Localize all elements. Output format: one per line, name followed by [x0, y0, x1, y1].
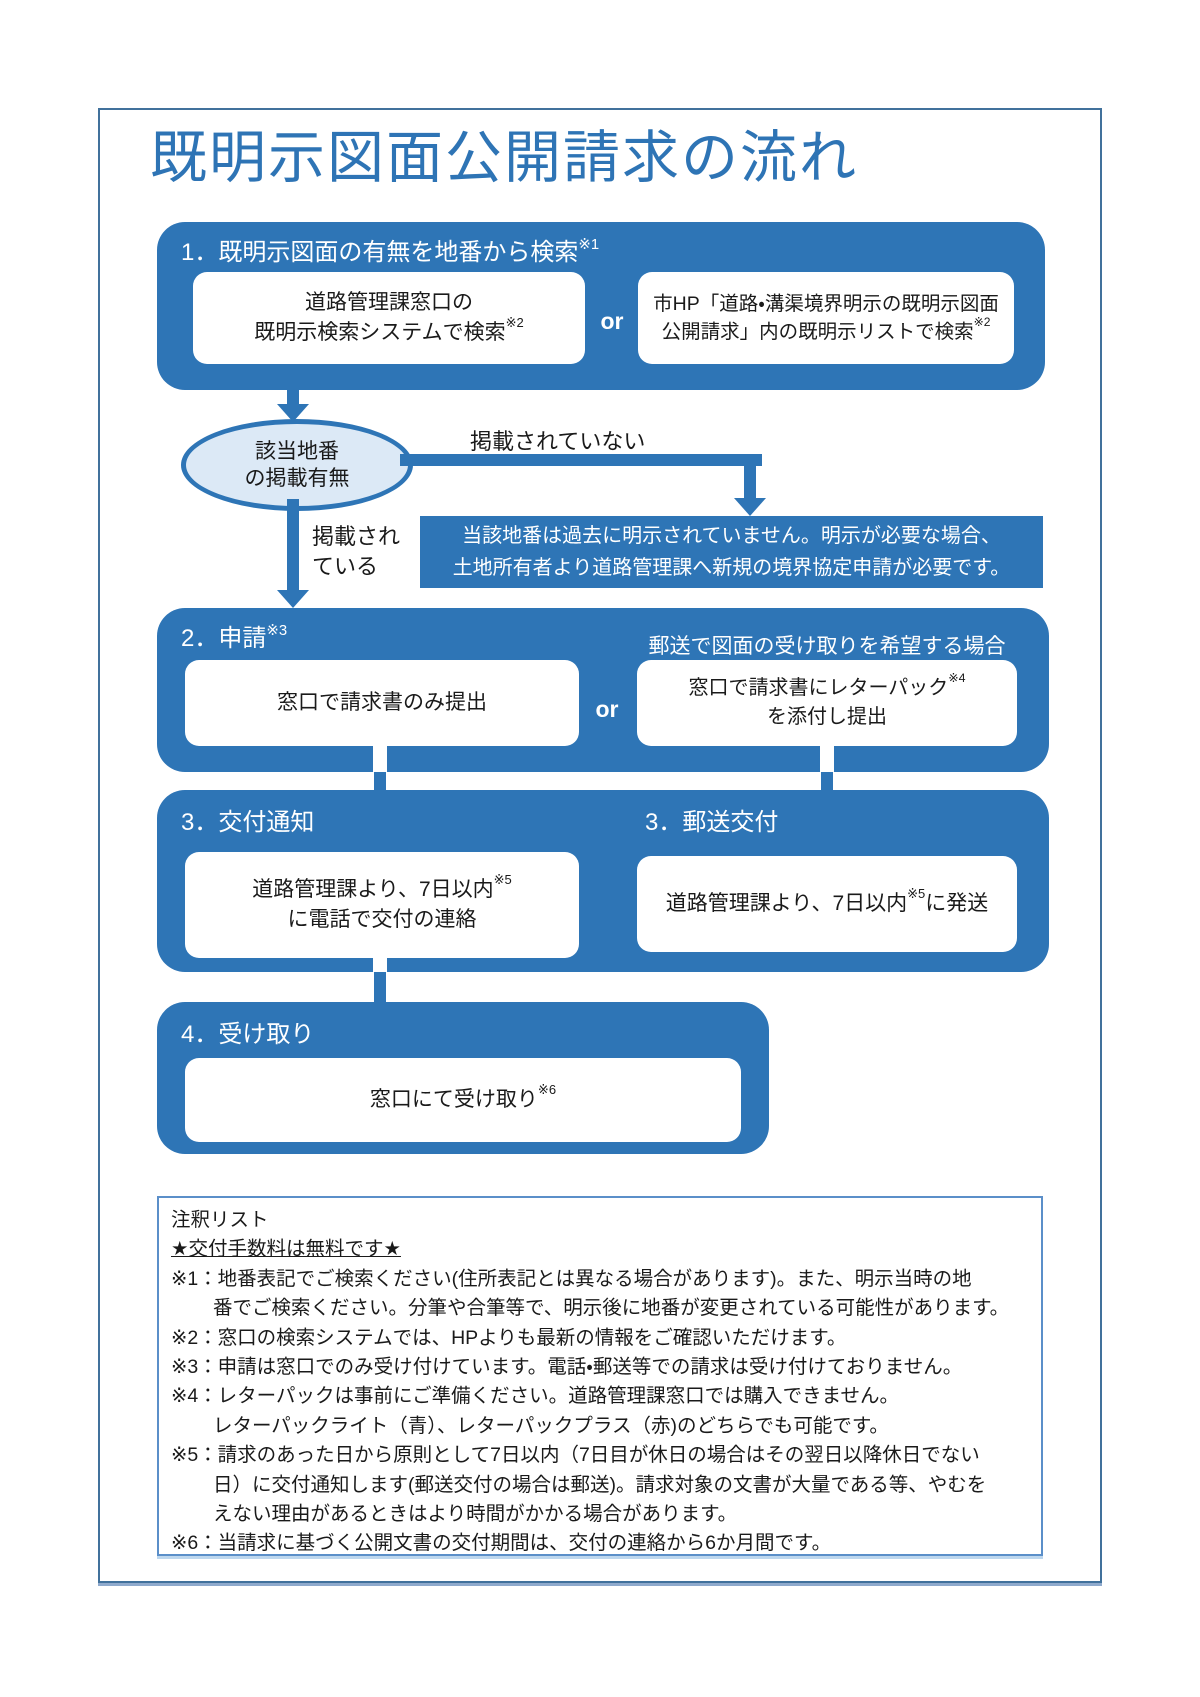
- section2-header: 2．申請※3: [181, 618, 287, 653]
- section1-right-box-sup: ※2: [973, 315, 991, 330]
- arrow-s3-blue-shaft: [374, 972, 386, 1002]
- section4-container: 4．受け取り 窓口にて受け取り※6: [157, 1002, 769, 1154]
- not-demarcated-line1: 当該地番は過去に明示されていません。明示が必要な場合、: [462, 525, 1001, 547]
- notes-title: 注釈リスト: [171, 1209, 269, 1231]
- arrow-s1-to-decision-shaft: [287, 388, 299, 406]
- section2-right-box-line1: 窓口で請求書にレターパック※4: [688, 671, 966, 699]
- section2-right-box-line2: を添付し提出: [767, 706, 887, 728]
- decision-line2: の掲載有無: [244, 467, 350, 490]
- decision-line1: 該当地番: [255, 439, 339, 463]
- section4-box: 窓口にて受け取り※6: [185, 1058, 741, 1142]
- section1-header-text: 1．既明示図面の有無を地番から検索: [181, 239, 579, 266]
- arrow-s2r-blue-shaft: [821, 772, 833, 790]
- section2-mail-note: 郵送で図面の受け取りを希望する場合: [648, 635, 1006, 658]
- branch-yes-arrow-head: [277, 590, 309, 608]
- section1-or-label: or: [600, 308, 624, 334]
- section3-left-box-line2: に電話で交付の連絡: [287, 908, 477, 931]
- section1-left-box-line1: 道路管理課窓口の: [305, 290, 473, 314]
- branch-yes-shaft: [287, 499, 299, 593]
- note-5-line1: ※5：請求のあった日から原則として7日以内（7日目が休日の場合はその翌日以降休日…: [171, 1444, 980, 1467]
- notes-box: 注釈リスト ★交付手数料は無料です★ ※1：地番表記でご検索ください(住所表記と…: [157, 1196, 1043, 1556]
- section1-left-box-sup: ※2: [505, 315, 524, 331]
- section4-box-line: 窓口にて受け取り※6: [369, 1081, 557, 1111]
- section1-header: 1．既明示図面の有無を地番から検索※1: [181, 232, 599, 267]
- note-1-line2: 番でご検索ください。分筆や合筆等で、明示後に地番が変更されている可能性があります…: [213, 1297, 1010, 1320]
- section2-header-text: 2．申請: [181, 625, 267, 652]
- section3-right-header: 3．郵送交付: [645, 809, 779, 836]
- note-4-line1: ※4：レターパックは事前にご準備ください。道路管理課窓口では購入できません。: [171, 1385, 900, 1408]
- section2-or-label: or: [595, 696, 619, 722]
- section1-header-sup: ※1: [578, 236, 600, 253]
- note-5-line3: えない理由があるときはより時間がかかる場合があります。: [213, 1503, 738, 1526]
- section4-box-sup: ※6: [537, 1081, 557, 1097]
- section3-right-box-sup: ※5: [907, 885, 926, 901]
- branch-yes-label: 掲載され ている: [312, 522, 400, 582]
- not-demarcated-info-box: 当該地番は過去に明示されていません。明示が必要な場合、 土地所有者より道路管理課…: [420, 516, 1043, 588]
- section1-left-box-line2: 既明示検索システムで検索※2: [254, 315, 524, 344]
- section2-right-box: 窓口で請求書にレターパック※4 を添付し提出: [637, 660, 1017, 746]
- arrow-s2l-blue-shaft: [374, 772, 386, 790]
- note-2: ※2：窓口の検索システムでは、HPよりも最新の情報をご確認いただけます。: [171, 1326, 847, 1349]
- note-3: ※3：申請は窓口でのみ受け付けています。電話・郵送等での請求は受け付けておりませ…: [171, 1356, 963, 1379]
- decision-ellipse: 該当地番 の掲載有無: [181, 419, 413, 511]
- section1-right-box: 市HP「道路・溝渠境界明示の既明示図面 公開請求」内の既明示リストで検索※2: [638, 272, 1014, 364]
- notes-free-of-charge: ★交付手数料は無料です★: [171, 1238, 401, 1261]
- arrow-s2l-white-shaft: [373, 744, 387, 772]
- section2-container: 2．申請※3 郵送で図面の受け取りを希望する場合 窓口で請求書のみ提出 or 窓…: [157, 608, 1049, 772]
- section4-header: 4．受け取り: [181, 1021, 315, 1048]
- note-5-line2: 日）に交付通知します(郵送交付の場合は郵送)。請求対象の文書が大量である等、やむ…: [213, 1473, 987, 1496]
- not-demarcated-line2: 土地所有者より道路管理課へ新規の境界協定申請が必要です。: [452, 557, 1011, 579]
- page-border-frame: [98, 108, 1102, 1583]
- section2-left-box: 窓口で請求書のみ提出: [185, 660, 579, 746]
- branch-no-vertical-shaft: [744, 454, 756, 500]
- section3-left-box-line1: 道路管理課より、7日以内※5: [252, 871, 512, 901]
- section1-container: 1．既明示図面の有無を地番から検索※1 道路管理課窓口の 既明示検索システムで検…: [157, 222, 1045, 390]
- section2-left-box-text: 窓口で請求書のみ提出: [277, 690, 487, 714]
- branch-yes-label-line2: ている: [312, 554, 379, 579]
- note-1-line1: ※1：地番表記でご検索ください(住所表記とは異なる場合があります)。また、明示当…: [171, 1267, 972, 1290]
- section1-left-box: 道路管理課窓口の 既明示検索システムで検索※2: [193, 272, 585, 364]
- arrow-s1-to-decision-head: [277, 404, 309, 422]
- section1-right-box-line2: 公開請求」内の既明示リストで検索※2: [661, 315, 991, 343]
- section2-header-sup: ※3: [266, 622, 288, 639]
- section3-left-box-sup: ※5: [493, 871, 512, 887]
- section3-left-box: 道路管理課より、7日以内※5 に電話で交付の連絡: [185, 852, 579, 958]
- section1-right-box-line1: 市HP「道路・溝渠境界明示の既明示図面: [653, 292, 999, 315]
- branch-no-arrow-head: [734, 498, 766, 516]
- branch-yes-label-line1: 掲載され: [312, 524, 401, 549]
- section3-container: 3．交付通知 3．郵送交付 道路管理課より、7日以内※5 に電話で交付の連絡 道…: [157, 790, 1049, 972]
- branch-no-horizontal-shaft: [400, 454, 762, 466]
- branch-no-label: 掲載されていない: [470, 429, 646, 454]
- section3-left-header: 3．交付通知: [181, 809, 315, 836]
- arrow-s2r-white-shaft: [820, 744, 834, 772]
- note-6: ※6：当請求に基づく公開文書の交付期間は、交付の連絡から6か月間です。: [171, 1532, 832, 1555]
- section2-right-box-sup: ※4: [948, 671, 966, 686]
- page-title: 既明示図面公開請求の流れ: [150, 126, 858, 190]
- note-4-line2: レターパックライト（青）、レターパックプラス（赤)のどちらでも可能です。: [213, 1414, 889, 1437]
- arrow-s3-white-shaft: [373, 958, 387, 972]
